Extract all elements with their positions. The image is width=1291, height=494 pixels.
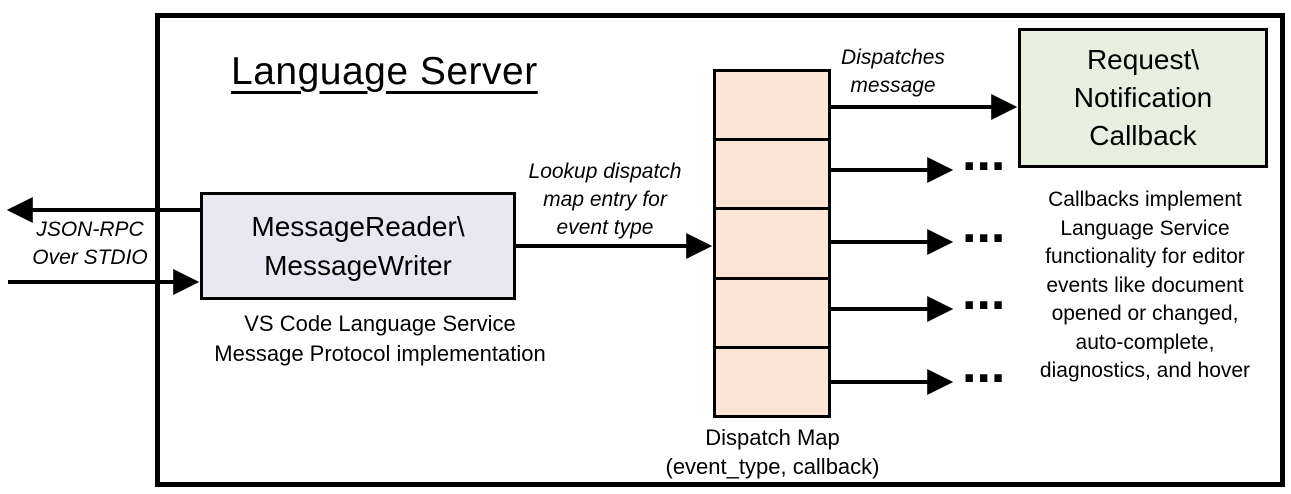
ellipsis: ... xyxy=(962,263,1006,321)
json-rpc-stdio-label: JSON-RPC Over STDIO xyxy=(32,218,148,269)
reader-box-caption: VS Code Language Service Message Protoco… xyxy=(214,311,546,366)
dispatches-message-label: Dispatches message xyxy=(841,46,945,97)
message-reader-writer-box: MessageReader\ MessageWriter xyxy=(200,192,516,300)
callback-box-caption: Callbacks implement Language Service fun… xyxy=(1039,188,1251,382)
dispatch-cell xyxy=(716,348,828,416)
dispatch-map xyxy=(713,69,831,418)
dispatch-map-caption: Dispatch Map (event_type, callback) xyxy=(665,425,880,479)
dispatch-cell xyxy=(716,72,828,142)
ellipsis: ... xyxy=(962,336,1006,394)
request-notification-callback-box: Request\ Notification Callback xyxy=(1018,28,1268,168)
dispatch-cell xyxy=(716,141,828,211)
language-server-boundary xyxy=(155,13,1285,487)
ellipsis: ... xyxy=(962,124,1006,182)
ellipsis: ... xyxy=(962,196,1006,254)
dispatch-cell xyxy=(716,279,828,349)
dispatch-cell xyxy=(716,210,828,280)
lookup-dispatch-label: Lookup dispatch map entry for event type xyxy=(528,160,682,239)
diagram-title: Language Server xyxy=(231,50,538,93)
